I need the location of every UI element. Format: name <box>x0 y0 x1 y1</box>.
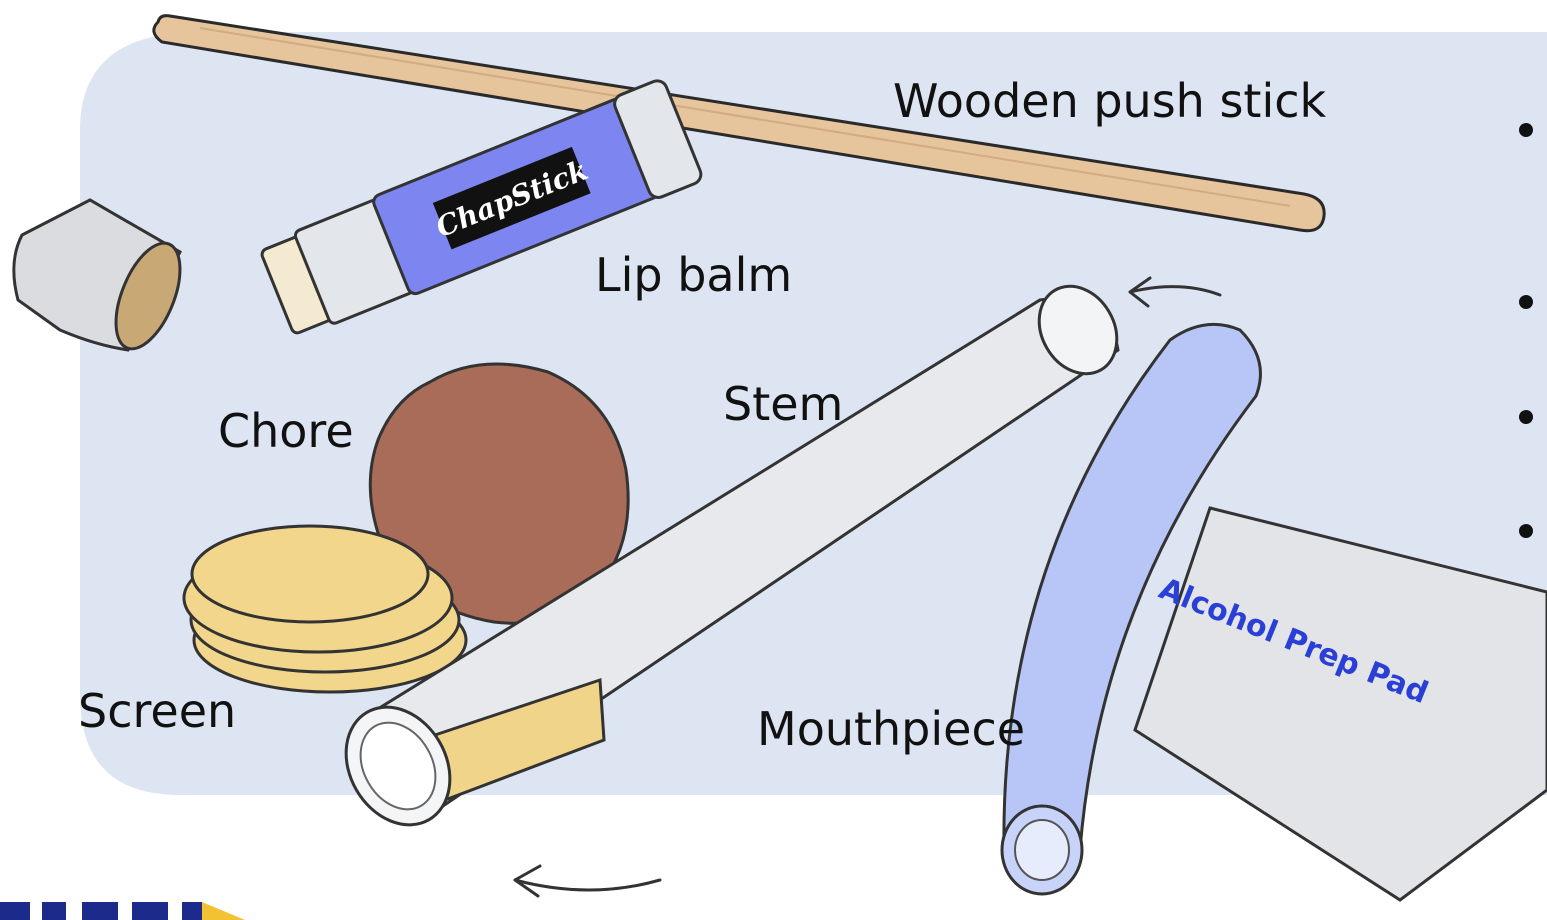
label-stem: Stem <box>723 381 843 427</box>
bullet-3 <box>1519 410 1533 424</box>
label-wooden-push-stick: Wooden push stick <box>893 78 1326 124</box>
label-screen: Screen <box>78 688 236 734</box>
label-lip-balm: Lip balm <box>595 252 792 298</box>
label-chore: Chore <box>218 408 354 454</box>
arrow-bottom-icon <box>515 866 660 896</box>
logo-partial <box>0 902 245 920</box>
bullet-2 <box>1519 295 1533 309</box>
bullet-1 <box>1519 123 1533 137</box>
bullet-4 <box>1519 524 1533 538</box>
label-mouthpiece: Mouthpiece <box>757 706 1025 752</box>
